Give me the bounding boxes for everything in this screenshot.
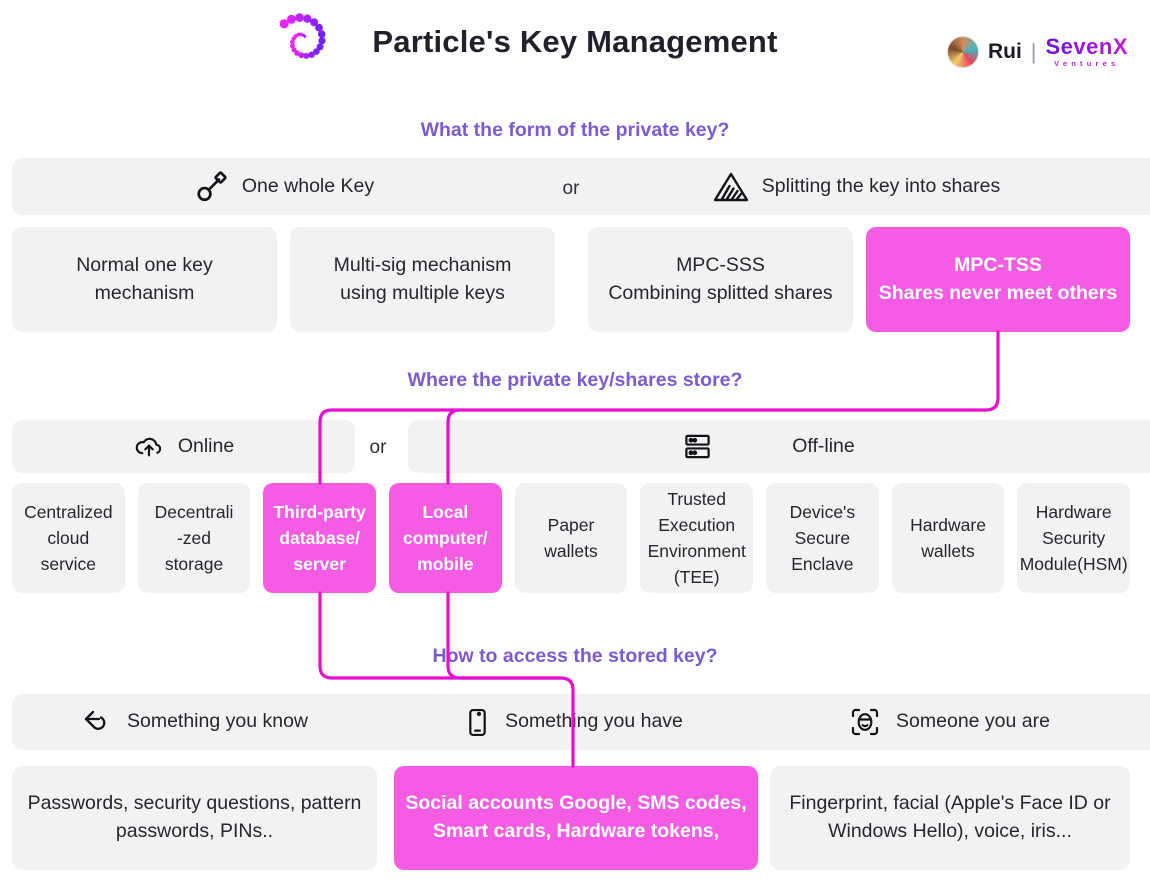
byline-separator: | xyxy=(1030,39,1037,64)
factor-label: Someone you are xyxy=(896,710,1050,733)
particle-logo xyxy=(270,6,336,74)
page-title: Particle's Key Management xyxy=(372,24,778,59)
box-offline: Off-line xyxy=(408,420,1150,473)
or-label-2: or xyxy=(369,437,387,458)
box-multisig: Multi-sig mechanism using multiple keys xyxy=(290,227,555,332)
face-scan-icon xyxy=(851,708,879,736)
box-online: Online xyxy=(12,420,355,473)
box-third-party-database: Third-party database/ server xyxy=(263,483,377,593)
box-biometric-examples: Fingerprint, facial (Apple's Face ID or … xyxy=(770,766,1130,870)
box-something-you-have: Something you have xyxy=(394,694,785,750)
option-label: Online xyxy=(177,434,235,457)
question-heading-store: Where the private key/shares store? xyxy=(407,369,743,391)
box-mpc-sss: MPC-SSS Combining splitted shares xyxy=(588,227,853,332)
author-name: Rui xyxy=(987,40,1022,63)
box-normal-one-key: Normal one key mechanism xyxy=(12,227,277,332)
option-label: Off-line xyxy=(792,434,855,457)
location-label: Paper wallets xyxy=(544,514,598,561)
key-left-icon xyxy=(84,710,106,730)
method-label: Normal one key mechanism xyxy=(76,253,213,304)
box-tee: Trusted Execution Environment (TEE) xyxy=(640,483,754,593)
location-label: Hardware wallets xyxy=(910,514,986,561)
example-label: Social accounts Google, SMS codes, Smart… xyxy=(405,792,747,842)
box-local-computer-mobile: Local computer/ mobile xyxy=(389,483,502,593)
question-heading-form: What the form of the private key? xyxy=(420,119,730,141)
avatar xyxy=(946,36,979,68)
shares-triangle-icon xyxy=(713,172,748,201)
box-possession-examples: Social accounts Google, SMS codes, Smart… xyxy=(394,766,758,870)
box-knowledge-examples: Passwords, security questions, pattern p… xyxy=(12,766,377,870)
box-centralized-cloud: Centralized cloud service xyxy=(12,483,125,593)
brand-subtitle: Ventures xyxy=(1054,59,1120,69)
factor-label: Something you have xyxy=(505,710,683,733)
box-hsm: Hardware Security Module(HSM) xyxy=(1017,483,1131,593)
particle-logo-svg xyxy=(279,13,326,59)
option-label: One whole Key xyxy=(241,174,375,197)
box-someone-you-are: Someone you are xyxy=(770,694,1150,750)
location-label: Trusted Execution Environment (TEE) xyxy=(647,488,746,588)
example-label: Passwords, security questions, pattern p… xyxy=(27,792,362,842)
brand-logo: SevenX Ventures xyxy=(1046,36,1129,68)
box-decentralized-storage: Decentrali -zed storage xyxy=(137,483,251,593)
question-heading-access: How to access the stored key? xyxy=(432,645,718,667)
box-mpc-tss: MPC-TSS Shares never meet others xyxy=(866,227,1130,332)
location-label: Local computer/ mobile xyxy=(403,501,488,575)
factor-label: Something you know xyxy=(126,710,309,733)
option-label: Splitting the key into shares xyxy=(761,174,1001,197)
cloud-upload-icon xyxy=(135,437,161,457)
method-label: MPC-TSS Shares never meet others xyxy=(878,253,1118,304)
box-one-whole-key: One whole Key xyxy=(12,158,667,215)
box-something-you-know: Something you know xyxy=(12,694,432,750)
smartphone-icon xyxy=(469,708,486,736)
example-label: Fingerprint, facial (Apple's Face ID or … xyxy=(789,792,1111,842)
location-label: Hardware Security Module(HSM) xyxy=(1019,501,1128,575)
brand-name: SevenX xyxy=(1045,34,1128,60)
storage-locations-row: Centralized cloud service Decentrali -ze… xyxy=(12,483,1131,593)
location-label: Decentrali -zed storage xyxy=(154,501,234,575)
key-icon xyxy=(197,170,227,201)
location-label: Centralized cloud service xyxy=(24,501,113,575)
box-paper-wallets: Paper wallets xyxy=(514,483,628,593)
byline: Rui | SevenX Ventures xyxy=(946,36,1129,68)
location-label: Third-party database/ server xyxy=(273,501,366,575)
box-splitting-key: Splitting the key into shares xyxy=(583,158,1150,215)
method-label: Multi-sig mechanism using multiple keys xyxy=(333,253,512,304)
box-secure-enclave: Device's Secure Enclave xyxy=(766,483,879,593)
or-label-1: or xyxy=(562,178,580,199)
method-label: MPC-SSS Combining splitted shares xyxy=(608,253,833,304)
location-label: Device's Secure Enclave xyxy=(789,501,856,575)
box-hardware-wallets: Hardware wallets xyxy=(891,483,1005,593)
server-icon xyxy=(685,434,710,459)
